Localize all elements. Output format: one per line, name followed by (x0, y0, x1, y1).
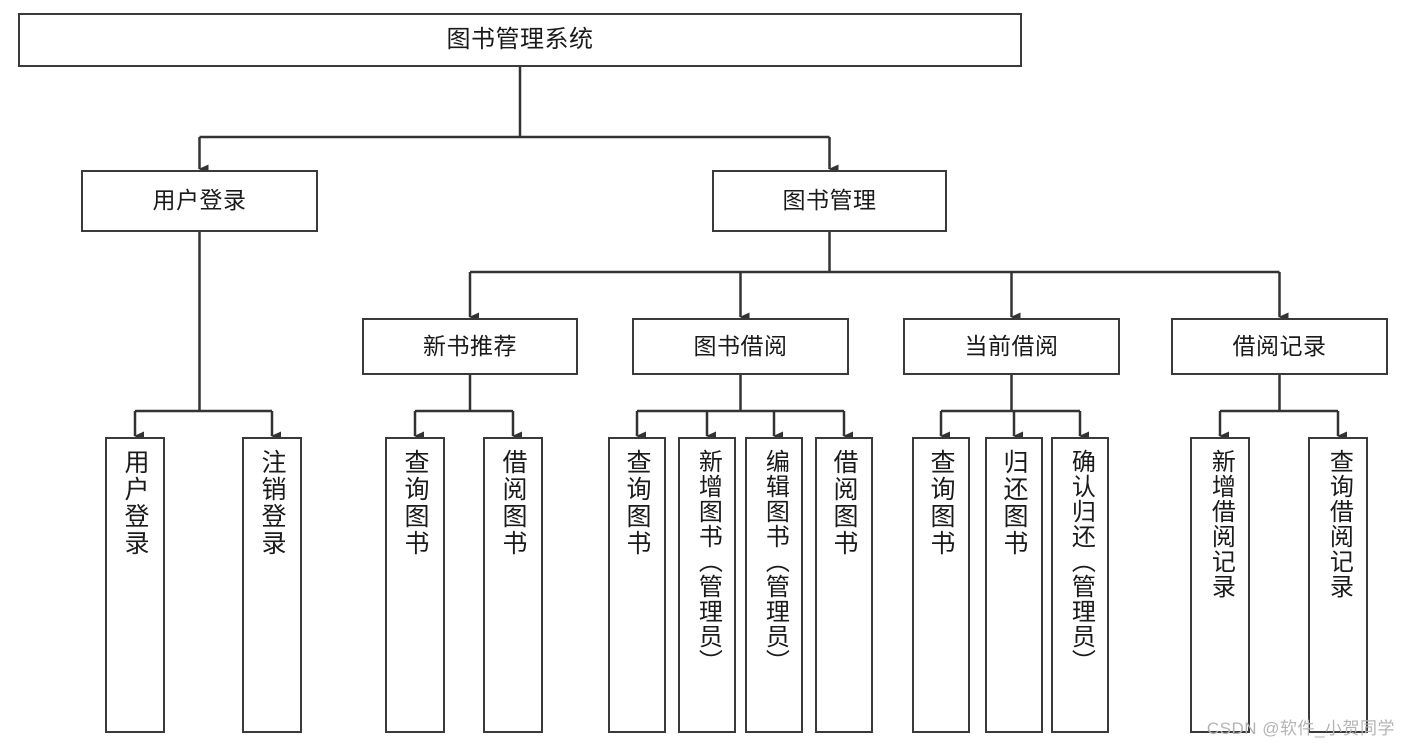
node-leaf-addrec[interactable]: 新增借阅记录 (1190, 437, 1250, 733)
node-label-leaf-edit: 编辑图书（管理员） (761, 449, 789, 674)
node-leaf-add[interactable]: 新增图书（管理员） (678, 437, 736, 733)
node-label-leaf-return: 归还图书 (1000, 449, 1028, 557)
node-label-leaf-add: 新增图书（管理员） (694, 449, 722, 674)
node-label-leaf-login: 用户登录 (121, 449, 149, 557)
node-label-current: 当前借阅 (964, 332, 1059, 359)
node-label-root: 图书管理系统 (446, 25, 594, 53)
node-label-leaf-addrec: 新增借阅记录 (1207, 449, 1235, 599)
node-leaf-login[interactable]: 用户登录 (105, 437, 165, 733)
node-current[interactable]: 当前借阅 (903, 318, 1120, 375)
node-leaf-query2[interactable]: 查询图书 (608, 437, 666, 733)
watermark-label: CSDN @软件_小贺同学 (1206, 719, 1395, 738)
node-label-borrow: 图书借阅 (693, 332, 788, 359)
node-login[interactable]: 用户登录 (81, 170, 318, 232)
node-label-leaf-query3: 查询图书 (927, 449, 955, 557)
node-label-leaf-queryrec: 查询借阅记录 (1325, 449, 1353, 599)
node-label-leaf-logout: 注销登录 (258, 449, 286, 557)
node-label-leaf-borrow2: 借阅图书 (830, 449, 858, 557)
node-leaf-return[interactable]: 归还图书 (985, 437, 1043, 733)
node-label-leaf-query1: 查询图书 (401, 449, 429, 557)
node-label-login: 用户登录 (152, 187, 247, 214)
node-leaf-confirm[interactable]: 确认归还（管理员） (1051, 437, 1109, 733)
node-label-leaf-query2: 查询图书 (623, 449, 651, 557)
node-borrow[interactable]: 图书借阅 (632, 318, 849, 375)
node-label-leaf-borrow1: 借阅图书 (499, 449, 527, 557)
node-label-newrec: 新书推荐 (423, 332, 517, 359)
node-label-leaf-confirm: 确认归还（管理员） (1067, 449, 1095, 674)
node-root[interactable]: 图书管理系统 (18, 13, 1022, 67)
edge-layer (133, 67, 1347, 441)
node-leaf-queryrec[interactable]: 查询借阅记录 (1308, 437, 1368, 733)
node-leaf-borrow1[interactable]: 借阅图书 (483, 437, 543, 733)
node-label-records: 借阅记录 (1232, 332, 1327, 359)
node-leaf-edit[interactable]: 编辑图书（管理员） (745, 437, 803, 733)
node-bookmgmt[interactable]: 图书管理 (712, 170, 947, 232)
node-newrec[interactable]: 新书推荐 (362, 318, 578, 375)
node-leaf-logout[interactable]: 注销登录 (242, 437, 302, 733)
node-leaf-query1[interactable]: 查询图书 (385, 437, 445, 733)
node-leaf-query3[interactable]: 查询图书 (912, 437, 970, 733)
node-label-bookmgmt: 图书管理 (782, 187, 877, 214)
node-leaf-borrow2[interactable]: 借阅图书 (815, 437, 873, 733)
node-records[interactable]: 借阅记录 (1171, 318, 1388, 375)
